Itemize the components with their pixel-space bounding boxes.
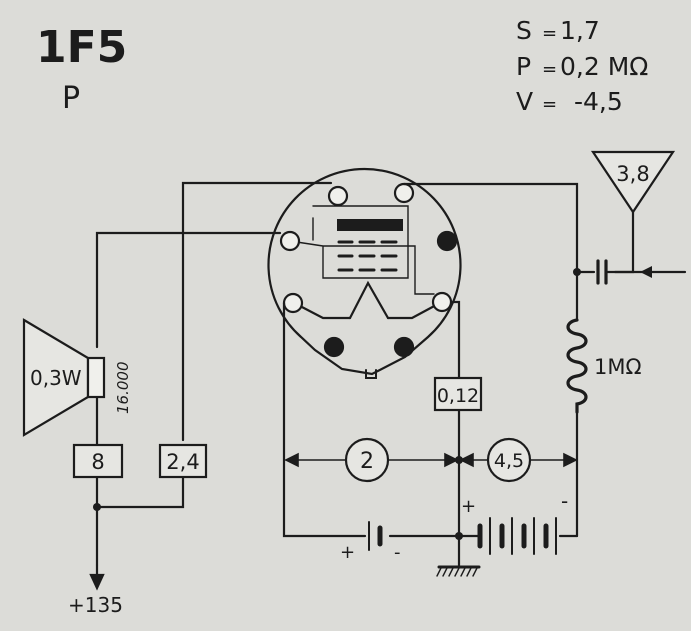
- input-arrow-icon: [640, 266, 652, 278]
- param-s-sep: =: [542, 23, 557, 44]
- box-2-4: [158, 443, 208, 479]
- resistor-icon: [566, 318, 588, 414]
- param-p-value: 0,2 MΩ: [560, 52, 648, 81]
- param-v-value: -4,5: [574, 87, 623, 116]
- antenna-icon: [590, 150, 676, 214]
- ground-icon: [436, 565, 481, 577]
- filament-battery-icon: [368, 521, 383, 551]
- left-plus-sign: +: [340, 542, 355, 563]
- parameter-list: S = 1,7 P = 0,2 MΩ V = -4,5: [516, 16, 648, 116]
- box-8: [72, 443, 124, 479]
- circle-2: [344, 437, 390, 483]
- right-minus-sign: -: [561, 489, 568, 513]
- bias-battery-icon: [477, 517, 557, 555]
- param-s-key: S: [516, 16, 532, 45]
- param-p-key: P: [516, 52, 531, 81]
- param-v-key: V: [516, 87, 533, 116]
- tube-internals: [279, 182, 458, 379]
- speaker-impedance-label: 16.000: [114, 362, 132, 415]
- left-minus-sign: -: [394, 542, 401, 563]
- coupling-capacitor: [596, 259, 608, 285]
- dimension-lines: [284, 452, 578, 468]
- speaker-icon: [22, 318, 106, 437]
- box-0-12: [433, 376, 483, 412]
- circle-4-5: [486, 437, 532, 483]
- param-v-sep: =: [542, 94, 557, 115]
- speaker-power-label: 0,3W: [30, 366, 82, 390]
- tube-subtitle: P: [62, 81, 80, 116]
- param-p-sep: =: [542, 59, 557, 80]
- box-0-12-label: 0,12: [437, 385, 479, 407]
- right-plus-sign: +: [461, 496, 476, 517]
- antenna-label: 3,8: [616, 162, 649, 186]
- tube-name: 1F5: [36, 22, 127, 73]
- supply-arrow: [89, 563, 105, 591]
- resistor-label: 1MΩ: [594, 355, 642, 379]
- param-s-value: 1,7: [560, 16, 600, 45]
- box-2-4-label: 2,4: [166, 450, 199, 474]
- wires: [95, 181, 687, 569]
- supply-voltage-label: +135: [68, 593, 123, 617]
- junction-dots: [93, 268, 581, 540]
- circle-4-5-label: 4,5: [494, 450, 524, 472]
- tube-envelope: [267, 167, 462, 376]
- circle-2-label: 2: [360, 449, 374, 474]
- box-8-label: 8: [91, 450, 104, 474]
